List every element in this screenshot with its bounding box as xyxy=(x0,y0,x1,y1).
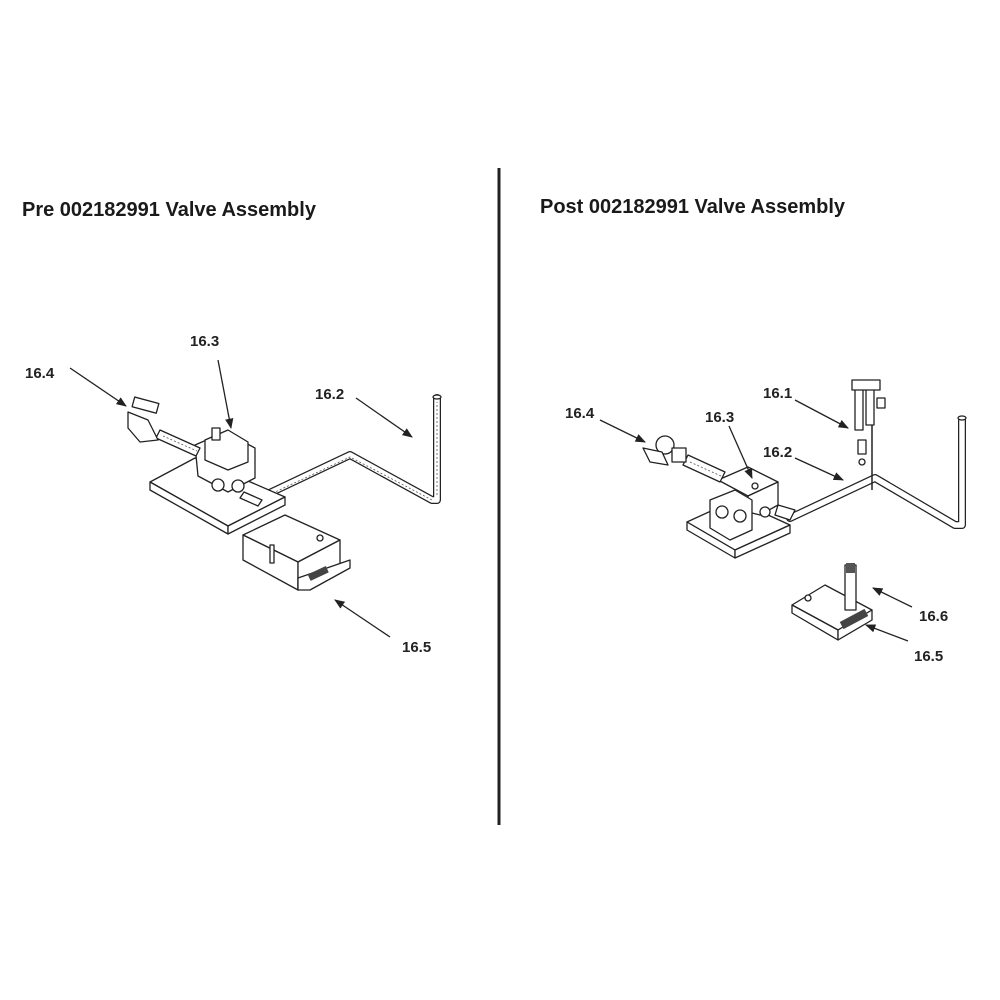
post-assembly-panel: Post 002182991 Valve Assembly xyxy=(540,196,967,665)
post-label-16-4: 16.4 xyxy=(565,405,595,422)
post-gas-valve-16-3 xyxy=(709,466,796,541)
pre-label-16-2: 16.2 xyxy=(315,386,344,403)
post-arrow-16-4 xyxy=(599,419,646,443)
post-label-16-6: 16.6 xyxy=(919,608,948,625)
pre-assembly-title: Pre 002182991 Valve Assembly xyxy=(22,199,317,221)
pre-ignition-module-16-5 xyxy=(242,514,351,591)
post-ignition-module-16-5 xyxy=(791,584,873,641)
post-pilot-assembly-16-1 xyxy=(851,379,886,490)
post-assembly-title: Post 002182991 Valve Assembly xyxy=(540,196,846,218)
pre-gas-valve-16-3 xyxy=(194,427,263,507)
post-arrow-16-1 xyxy=(794,399,849,429)
post-label-16-1: 16.1 xyxy=(763,385,792,402)
post-pipe-16-2 xyxy=(786,415,967,529)
post-shutoff-valve-16-4 xyxy=(642,435,726,483)
pre-label-16-5: 16.5 xyxy=(402,639,431,656)
pre-arrow-16-4 xyxy=(69,367,127,407)
pre-arrow-16-3 xyxy=(217,359,234,430)
pre-pipe-16-2 xyxy=(251,394,442,504)
post-label-16-2: 16.2 xyxy=(763,444,792,461)
pre-shutoff-valve-16-4 xyxy=(127,396,201,457)
post-arrow-16-5 xyxy=(865,624,909,642)
post-arrow-16-2 xyxy=(794,457,844,481)
pre-label-16-4: 16.4 xyxy=(25,365,55,382)
pre-arrow-16-2 xyxy=(355,397,413,438)
pre-label-16-3: 16.3 xyxy=(190,333,219,350)
pre-arrow-16-5 xyxy=(334,599,391,638)
post-label-16-3: 16.3 xyxy=(705,409,734,426)
post-flame-sensor-lead-16-6 xyxy=(844,563,857,611)
pre-base-plate xyxy=(149,457,286,535)
post-arrow-16-3 xyxy=(728,425,753,479)
post-arrow-16-6 xyxy=(872,587,913,608)
post-label-16-5: 16.5 xyxy=(914,648,943,665)
pre-assembly-panel: Pre 002182991 Valve Assembly xyxy=(22,199,442,656)
